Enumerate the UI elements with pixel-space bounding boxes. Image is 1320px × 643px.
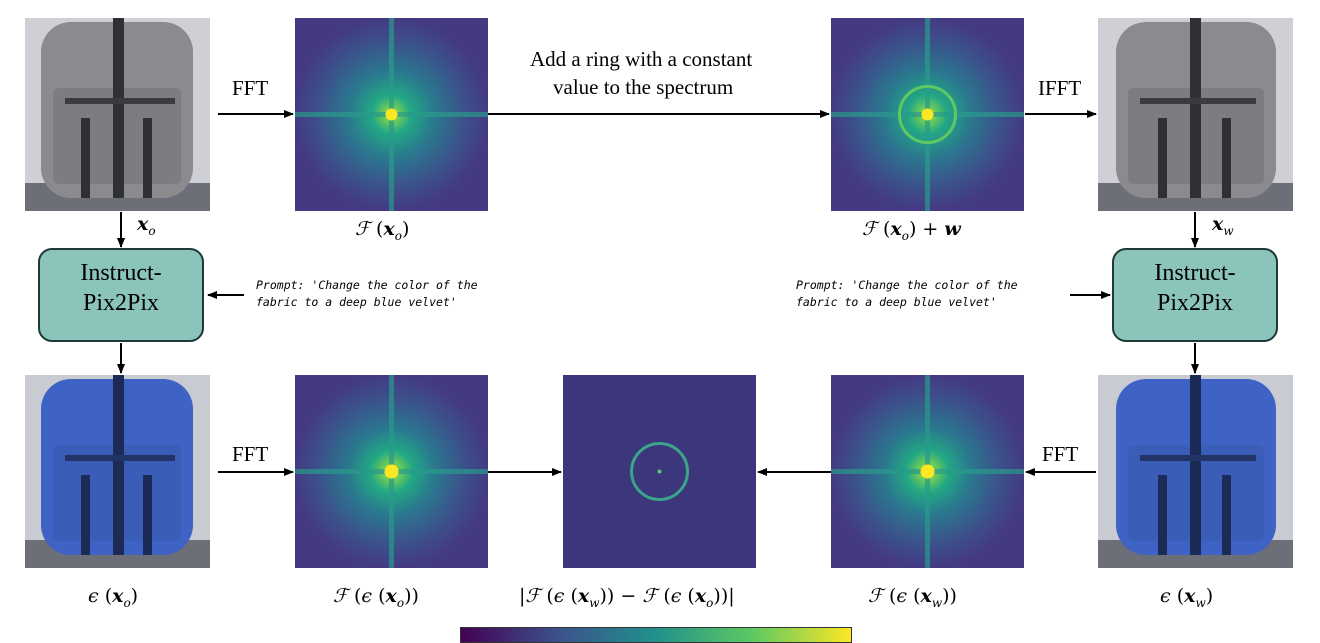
original-backpack-image: [25, 18, 210, 211]
spectrum-edited-watermarked: [831, 375, 1024, 568]
fft-label-bottom-right: FFT: [1042, 442, 1079, 466]
label-x-o: xo: [137, 213, 156, 238]
label-fourier-epsilon-x-o: ℱ (ϵ (xo)): [333, 585, 419, 610]
model-label-right-line1: Instruct-: [1154, 260, 1236, 286]
model-label-left-line2: Pix2Pix: [82, 290, 160, 316]
add-ring-label-line1: Add a ring with a constant: [530, 47, 753, 71]
spectrum-watermarked: [831, 18, 1024, 211]
label-fourier-epsilon-x-w: ℱ (ϵ (xw)): [868, 585, 957, 610]
label-fourier-x-o-plus-w: ℱ (xo) + w: [862, 218, 961, 243]
prompt-right: Prompt: 'Change the color of the fabric …: [796, 277, 1018, 311]
prompt-left-line2: fabric to a deep blue velvet': [256, 295, 457, 309]
label-spectrum-difference: |ℱ (ϵ (xw)) − ℱ (ϵ (xo))|: [519, 585, 735, 610]
instructpix2pix-box-right: Instruct- Pix2Pix: [1112, 248, 1278, 342]
spectrum-original: [295, 18, 488, 211]
colorbar: [460, 627, 852, 643]
watermarked-backpack-image: [1098, 18, 1293, 211]
model-label-left-line1: Instruct-: [80, 260, 162, 286]
label-fourier-x-o: ℱ (xo): [355, 218, 410, 243]
label-x-w: xw: [1212, 213, 1234, 238]
prompt-right-line1: Prompt: 'Change the color of the: [796, 278, 1018, 292]
model-label-right-line2: Pix2Pix: [1156, 290, 1234, 316]
prompt-right-line2: fabric to a deep blue velvet': [796, 295, 997, 309]
add-ring-label-line2: value to the spectrum: [553, 75, 734, 99]
edited-watermarked-backpack-image: [1098, 375, 1293, 568]
prompt-left: Prompt: 'Change the color of the fabric …: [256, 277, 478, 311]
spectrum-difference: [563, 375, 756, 568]
edited-original-backpack-image: [25, 375, 210, 568]
label-epsilon-x-w: ϵ (xw): [1160, 585, 1214, 610]
ifft-label-top: IFFT: [1038, 76, 1082, 100]
label-epsilon-x-o: ϵ (xo): [88, 585, 139, 610]
spectrum-edited-original: [295, 375, 488, 568]
instructpix2pix-box-left: Instruct- Pix2Pix: [38, 248, 204, 342]
fft-label-bottom-left: FFT: [232, 442, 269, 466]
fft-label-top: FFT: [232, 76, 269, 100]
prompt-left-line1: Prompt: 'Change the color of the: [256, 278, 478, 292]
